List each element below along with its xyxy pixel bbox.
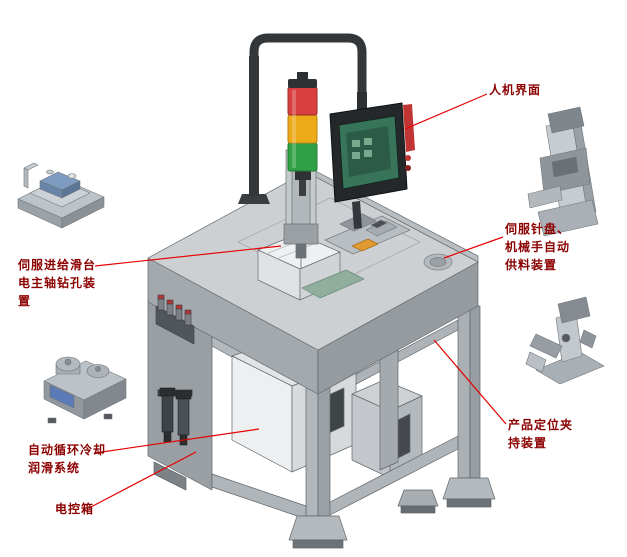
hmi-monitor (329, 92, 415, 229)
callout-line-spindle (94, 245, 282, 267)
callout-label-clamp: 产品定位夹 持装置 (508, 418, 574, 450)
inset-slide-table-image (17, 162, 105, 229)
inset-cooling-unit-image (43, 356, 127, 424)
callout-label-cooling: 自动循环冷却 润滑系统 (28, 443, 107, 475)
callout-label-feeder: 伺服针盘、 机械手自动 供料装置 (505, 222, 571, 272)
callout-line-cooling (94, 428, 260, 454)
inset-vertical-slide-image (527, 106, 599, 237)
callout-line-clamp (433, 339, 507, 425)
inset-clamp-fixture-image (525, 296, 605, 385)
callout-lines (88, 93, 507, 509)
callout-label-control-box: 电控箱 (55, 502, 95, 516)
callout-line-control-box (88, 451, 197, 509)
machine-stand (147, 299, 496, 549)
callout-label-hmi: 人机界面 (489, 83, 542, 97)
valve-manifold (155, 294, 195, 345)
signal-tower (287, 72, 318, 196)
monitor-arm (238, 33, 367, 204)
callout-line-feeder (443, 236, 504, 259)
callout-line-hmi (404, 93, 488, 130)
callout-label-spindle: 伺服进给滑台 电主轴钻孔装 置 (18, 258, 97, 308)
